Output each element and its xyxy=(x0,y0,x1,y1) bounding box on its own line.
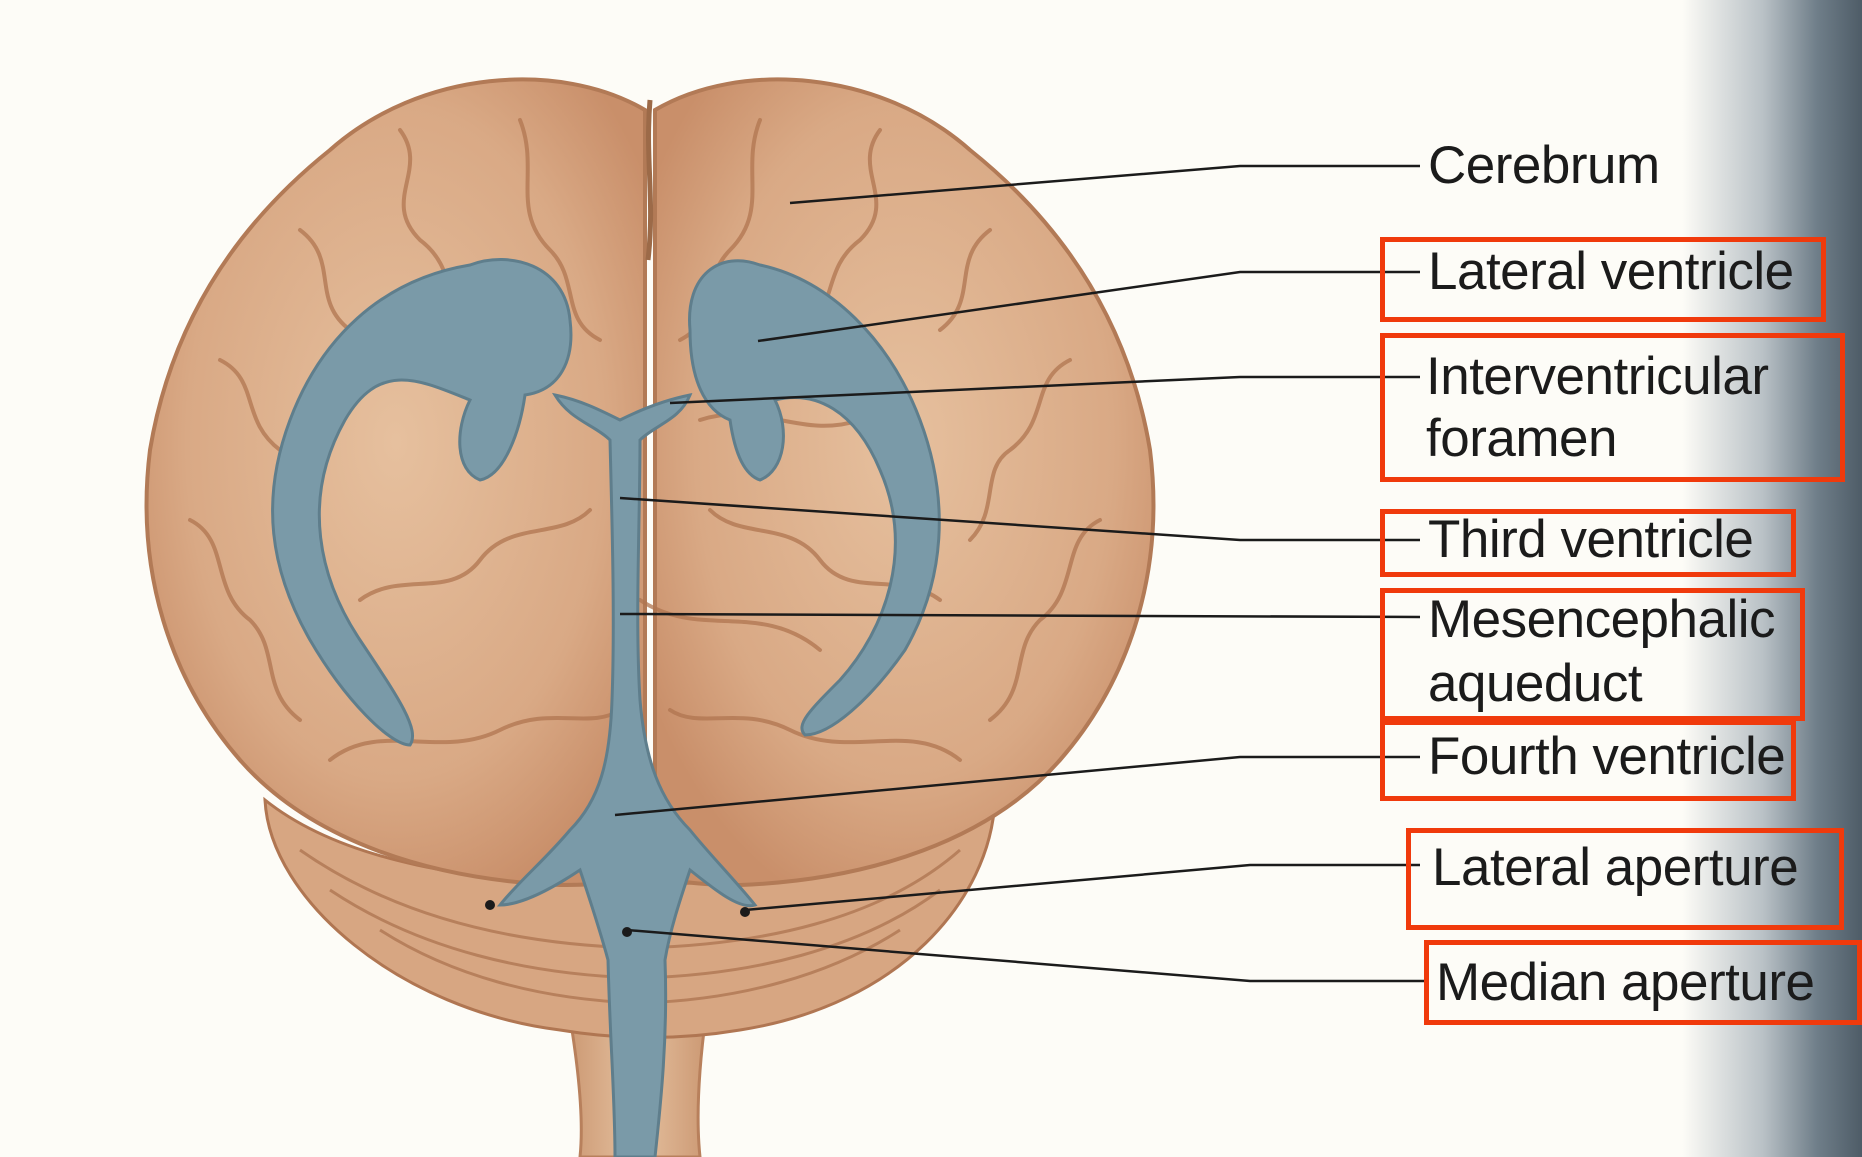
label-lateral-ventricle: Lateral ventricle xyxy=(1428,242,1794,302)
label-mesencephalic-aqueduct-line1: Mesencephalic xyxy=(1428,590,1775,650)
label-lateral-aperture: Lateral aperture xyxy=(1432,838,1798,898)
label-fourth-ventricle: Fourth ventricle xyxy=(1428,727,1785,787)
label-third-ventricle: Third ventricle xyxy=(1428,510,1753,570)
label-cerebrum: Cerebrum xyxy=(1428,136,1660,196)
label-mesencephalic-aqueduct-line2: aqueduct xyxy=(1428,654,1642,714)
left-lateral-aperture-dot xyxy=(485,900,495,910)
cerebrum-left-hemisphere xyxy=(147,79,645,885)
label-interventricular-foramen-line1: Interventricular xyxy=(1426,347,1769,407)
median-aperture-dot xyxy=(622,927,632,937)
label-median-aperture: Median aperture xyxy=(1436,953,1814,1013)
label-interventricular-foramen-line2: foramen xyxy=(1426,409,1617,469)
longitudinal-fissure xyxy=(648,100,651,260)
